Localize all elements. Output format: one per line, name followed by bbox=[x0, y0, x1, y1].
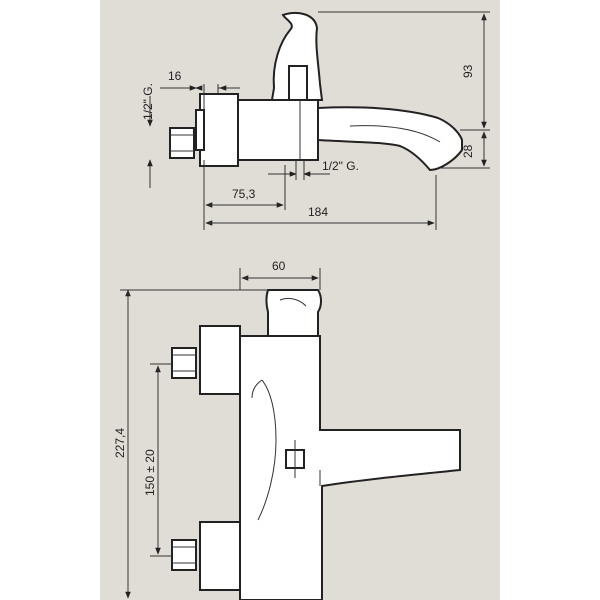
front-escutcheon-top bbox=[199, 325, 241, 395]
side-nut bbox=[195, 109, 205, 151]
front-inlet-top bbox=[171, 347, 197, 379]
front-view: 60 227,4 150 ± 20 bbox=[113, 259, 461, 600]
dim-75-label: 75,3 bbox=[232, 187, 256, 201]
dim-inlet-thread-label: 1/2" G. bbox=[141, 83, 155, 120]
dim-150-label: 150 ± 20 bbox=[143, 449, 157, 496]
dim-60-label: 60 bbox=[272, 259, 286, 273]
dim-16-label: 16 bbox=[168, 69, 182, 83]
side-escutcheon bbox=[199, 93, 239, 167]
side-spout bbox=[317, 106, 463, 172]
front-inlet-bottom bbox=[171, 539, 197, 571]
dim-93-label: 93 bbox=[461, 64, 475, 78]
dim-227-label: 227,4 bbox=[113, 428, 127, 458]
dim-28-label: 28 bbox=[461, 144, 475, 158]
front-handle bbox=[265, 289, 322, 337]
side-body bbox=[237, 99, 319, 161]
front-body bbox=[239, 335, 461, 600]
dim-184-label: 184 bbox=[308, 205, 328, 219]
front-escutcheon-bottom bbox=[199, 521, 241, 591]
side-handle-button bbox=[288, 65, 308, 103]
side-inlet bbox=[169, 127, 195, 159]
dim-outlet-thread-label: 1/2" G. bbox=[322, 159, 359, 173]
side-view: 16 1/2" G. 1/2" G. 75,3 184 93 28 bbox=[141, 11, 490, 230]
